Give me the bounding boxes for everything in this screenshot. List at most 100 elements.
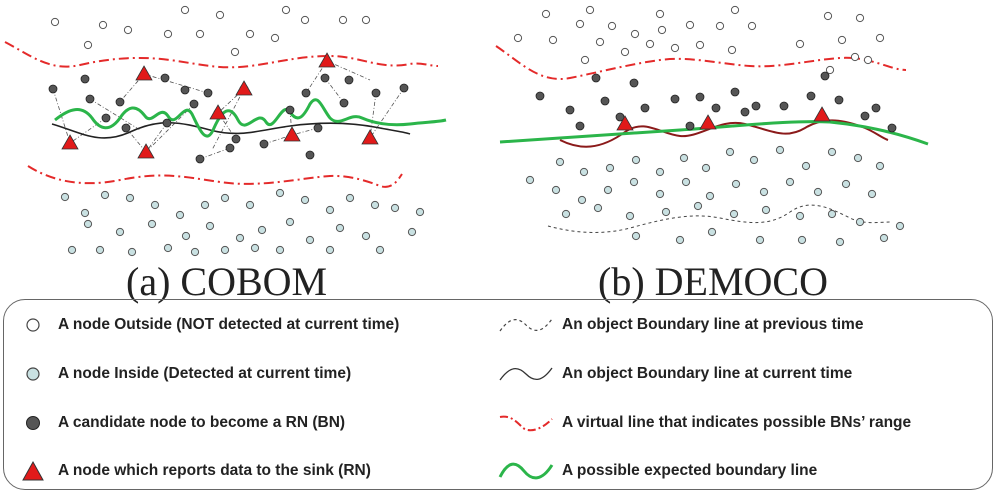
- candidate-node: [535, 91, 545, 101]
- candidate-node: [339, 98, 349, 108]
- outside-node: [875, 33, 885, 43]
- inside-node: [655, 167, 665, 177]
- inside-node: [705, 191, 715, 201]
- outside-node: [607, 21, 617, 31]
- inside-node: [147, 219, 157, 229]
- connection-line: [89, 98, 141, 131]
- diagram-figure: [4, 5, 929, 257]
- connection-line: [145, 103, 195, 153]
- inside-node: [257, 225, 267, 235]
- outside-node: [50, 17, 60, 27]
- inside-node: [593, 203, 603, 213]
- outside-node: [513, 33, 523, 43]
- reporting-node: [209, 104, 227, 120]
- inside-node: [827, 147, 837, 157]
- caption-b: (b) DEMOCO: [598, 259, 828, 304]
- inside-node: [250, 243, 260, 253]
- outside-node: [585, 5, 595, 15]
- candidate-node: [101, 113, 111, 123]
- outside-node: [670, 43, 680, 53]
- candidate-node: [806, 91, 816, 101]
- outside-node: [685, 20, 695, 30]
- candidate-node: [121, 123, 131, 133]
- panel-b-democo: [495, 5, 929, 247]
- inside-node: [345, 193, 355, 203]
- candidate-node: [640, 103, 650, 113]
- candidate-node: [160, 73, 170, 83]
- inside-node: [785, 177, 795, 187]
- expected-boundary-line: [54, 98, 447, 138]
- outside-node: [195, 29, 205, 39]
- outside-node: [281, 5, 291, 15]
- outside-node: [548, 35, 558, 45]
- inside-node: [325, 205, 335, 215]
- candidate-node: [711, 103, 721, 113]
- legend-label: A candidate node to become a RN (BN): [58, 414, 346, 431]
- inside-node: [335, 223, 345, 233]
- inside-node: [83, 219, 93, 229]
- candidate-node: [685, 121, 695, 131]
- inside-node: [867, 189, 877, 199]
- candidate-node: [871, 103, 881, 113]
- inside-node: [853, 153, 863, 163]
- inside-node: [679, 153, 689, 163]
- inside-node: [729, 209, 739, 219]
- inside-node: [220, 193, 230, 203]
- inside-node: [175, 210, 185, 220]
- inside-node: [285, 217, 295, 227]
- candidate-node: [887, 123, 897, 133]
- candidate-node: [259, 139, 269, 149]
- legend-label: A node Outside (NOT detected at current …: [58, 316, 400, 333]
- outside-node: [338, 15, 348, 25]
- inside-node: [813, 187, 823, 197]
- outside-node: [98, 20, 108, 30]
- candidate-node: [575, 121, 585, 131]
- inside-node: [755, 235, 765, 245]
- candidate-node: [730, 87, 740, 97]
- inside-node: [115, 227, 125, 237]
- inside-node: [827, 209, 837, 219]
- candidate-node: [48, 84, 58, 94]
- candidate-node: [301, 88, 311, 98]
- inside-node: [275, 245, 285, 255]
- reporting-node: [235, 80, 253, 96]
- reporting-node: [318, 52, 336, 68]
- inside-node: [761, 205, 771, 215]
- reporting-node: [616, 115, 634, 131]
- inside-node: [305, 235, 315, 245]
- outside-node: [630, 29, 640, 39]
- connection-line: [211, 88, 245, 151]
- inside-node: [275, 188, 285, 198]
- inside-node: [759, 187, 769, 197]
- candidate-node: [740, 107, 750, 117]
- inside-node: [325, 245, 335, 255]
- legend-box: A node Outside (NOT detected at current …: [3, 299, 993, 490]
- outside-node: [695, 40, 705, 50]
- candidate-node: [162, 118, 172, 128]
- outside-node: [795, 39, 805, 49]
- inside-node: [749, 155, 759, 165]
- virtual-line-top: [495, 45, 907, 80]
- inside-node: [300, 195, 310, 205]
- inside-node: [95, 245, 105, 255]
- boundary-current: [51, 121, 411, 139]
- inside-node: [525, 175, 535, 185]
- caption-a: (a) COBOM: [126, 259, 328, 304]
- candidate-node: [231, 134, 241, 144]
- outside-node: [180, 5, 190, 15]
- outside-node: [230, 47, 240, 57]
- inside-node: [100, 190, 110, 200]
- outside-node: [655, 9, 665, 19]
- inside-node: [220, 245, 230, 255]
- inside-node: [661, 207, 671, 217]
- reporting-node: [283, 126, 301, 142]
- inside-node: [80, 208, 90, 218]
- inside-node: [631, 231, 641, 241]
- inside-node: [235, 233, 245, 243]
- expected-boundary-line-icon: [490, 456, 562, 486]
- prev-boundary-line-icon: [490, 310, 562, 340]
- outside-node: [730, 5, 740, 15]
- outside-node: [580, 55, 590, 65]
- inside-node: [60, 192, 70, 202]
- inside-node: [879, 233, 889, 243]
